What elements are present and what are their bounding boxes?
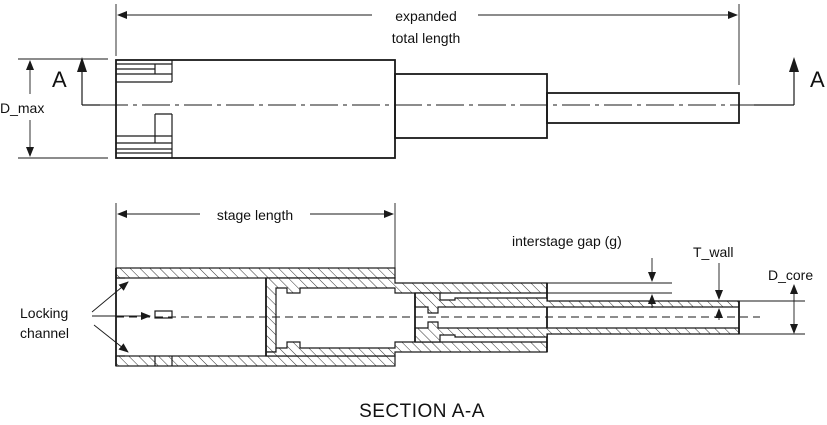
channel-label: channel — [20, 325, 69, 341]
locking-channel-callout: Locking channel — [20, 281, 151, 353]
locking-features — [116, 60, 173, 158]
t-wall-label: T_wall — [693, 244, 733, 260]
section-title: SECTION A-A — [359, 401, 485, 422]
section-marker-right-letter: A — [810, 67, 825, 92]
d-core-label: D_core — [768, 267, 813, 283]
interstage-gap-label: interstage gap (g) — [512, 233, 622, 249]
d-core-dimension: D_core — [739, 267, 813, 335]
stage-length-dimension: stage length — [115, 203, 396, 268]
section-view: stage length — [20, 203, 813, 422]
top-view: expanded total length D_max A A — [0, 4, 825, 159]
locking-label: Locking — [20, 305, 68, 321]
d-max-dimension: D_max — [0, 58, 108, 159]
interstage-gap-dimension: interstage gap (g) — [512, 233, 672, 308]
t-wall-dimension: T_wall — [693, 244, 733, 320]
section-marker-left-letter: A — [52, 67, 67, 92]
expanded-total-length-dimension: expanded total length — [115, 4, 740, 85]
section-marker-right: A — [754, 57, 825, 106]
expanded-label: expanded — [395, 8, 457, 24]
middle-stage-body — [394, 73, 548, 139]
section-marker-left: A — [52, 57, 100, 106]
d-max-label: D_max — [0, 100, 44, 116]
inner-stage-body — [546, 92, 740, 124]
total-length-label: total length — [392, 30, 461, 46]
stage-length-label: stage length — [217, 207, 293, 223]
inner-stage-section — [414, 292, 740, 343]
